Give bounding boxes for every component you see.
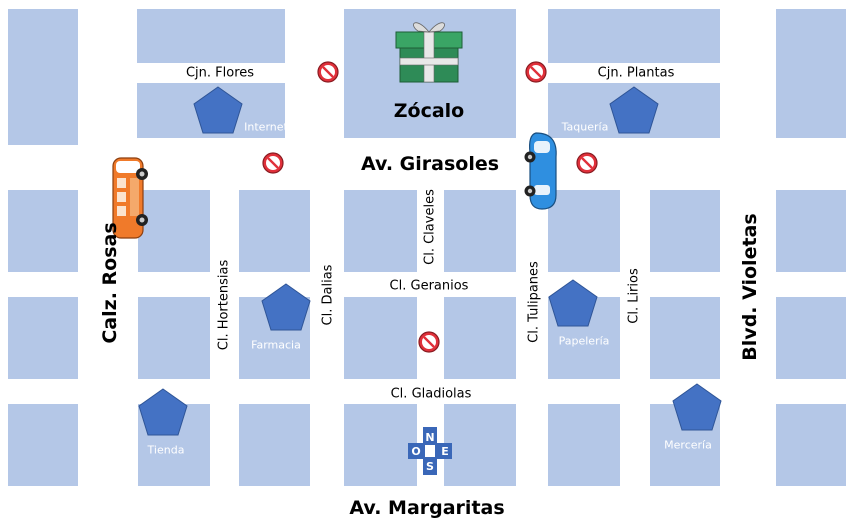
- city-block: [548, 190, 620, 272]
- compass-icon: N S E O: [408, 427, 452, 475]
- pentagon-icon: [193, 86, 243, 134]
- city-block: [650, 190, 720, 272]
- no-entry-icon: [525, 61, 547, 83]
- landmark-label-tienda: Tienda: [147, 443, 185, 457]
- street-label-cl-lirios: Cl. Lirios: [626, 268, 642, 324]
- city-block: [239, 190, 310, 272]
- city-block: [8, 190, 78, 272]
- city-block: [776, 9, 846, 138]
- compass-north: N: [425, 431, 434, 444]
- pentagon-icon: [261, 283, 311, 331]
- city-block: [138, 190, 210, 272]
- street-label-cjn-plantas: Cjn. Plantas: [597, 65, 675, 81]
- street-label-cl-hortensias: Cl. Hortensias: [216, 259, 232, 351]
- city-block: [344, 404, 417, 486]
- city-block: [239, 404, 310, 486]
- city-block: [444, 190, 516, 272]
- landmark-label-merceria: Mercería: [664, 438, 712, 452]
- van-icon: [112, 157, 148, 239]
- gift-icon: [395, 22, 463, 83]
- no-entry-icon: [576, 152, 598, 174]
- city-block: [776, 190, 846, 272]
- street-label-cl-gladiolas: Cl. Gladiolas: [390, 386, 472, 402]
- no-entry-icon: [418, 331, 440, 353]
- city-block: [344, 190, 417, 272]
- city-block: [650, 297, 720, 379]
- city-block: [548, 9, 720, 63]
- landmark-label-farmacia: Farmacia: [251, 338, 301, 352]
- city-block: [548, 404, 620, 486]
- street-label-cl-claveles: Cl. Claveles: [422, 189, 438, 265]
- city-block: [344, 297, 417, 379]
- city-block: [776, 404, 846, 486]
- car-icon: [524, 132, 557, 210]
- street-label-av-girasoles: Av. Girasoles: [360, 153, 500, 175]
- city-block: [8, 9, 78, 145]
- city-block: [8, 297, 78, 379]
- street-label-cl-dalias: Cl. Dalias: [320, 264, 336, 326]
- compass-east: E: [441, 445, 449, 458]
- landmark-label-internet: Internet: [244, 120, 288, 134]
- street-label-calz-rosas: Calz. Rosas: [99, 222, 121, 344]
- street-label-cl-geranios: Cl. Geranios: [389, 278, 469, 294]
- street-label-cjn-flores: Cjn. Flores: [185, 65, 255, 81]
- pentagon-icon: [672, 383, 722, 431]
- city-block: [444, 404, 516, 486]
- landmarks: [138, 86, 722, 436]
- street-label-cl-tulipanes: Cl. Tulipanes: [526, 261, 542, 343]
- no-entry-signs: [262, 61, 598, 353]
- landmark-label-zocalo: Zócalo: [393, 100, 465, 122]
- no-entry-icon: [317, 61, 339, 83]
- compass-west: O: [411, 445, 420, 458]
- street-label-av-margaritas: Av. Margaritas: [349, 497, 505, 519]
- no-entry-icon: [262, 152, 284, 174]
- city-block: [444, 297, 516, 379]
- city-block: [137, 9, 285, 63]
- landmark-label-papeleria: Papelería: [558, 334, 610, 348]
- city-block: [138, 297, 210, 379]
- landmark-label-taqueria: Taquería: [561, 120, 609, 134]
- street-label-blvd-violetas: Blvd. Violetas: [739, 213, 761, 361]
- compass-south: S: [426, 460, 434, 473]
- pentagon-icon: [548, 279, 598, 327]
- pentagon-icon: [138, 388, 188, 436]
- pentagon-icon: [609, 86, 659, 134]
- city-block: [8, 404, 78, 486]
- city-block: [776, 297, 846, 379]
